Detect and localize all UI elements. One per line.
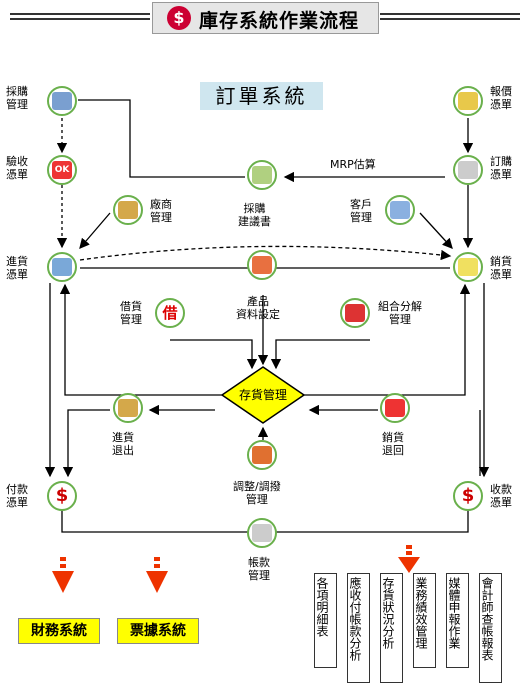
sales-return-icon[interactable] xyxy=(380,393,410,423)
order-system-label: 訂單系統 xyxy=(200,82,323,110)
node-customer: 客戶管理 xyxy=(350,198,372,224)
quotation-icon[interactable] xyxy=(453,86,483,116)
magnifier-doc-icon[interactable] xyxy=(247,160,277,190)
calculator-icon[interactable] xyxy=(247,518,277,548)
truck-icon[interactable] xyxy=(113,195,143,225)
bills-system-button[interactable]: 票據系統 xyxy=(117,618,199,644)
receiving-icon[interactable] xyxy=(47,252,77,282)
node-payment: 付款憑單 xyxy=(6,483,28,509)
inventory-label: 存貨管理 xyxy=(238,388,287,402)
report-media-filing[interactable]: 媒體申報作業 xyxy=(446,573,469,668)
report-performance[interactable]: 業務績效管理 xyxy=(413,573,436,668)
payment-dollar-icon[interactable]: $ xyxy=(47,481,77,511)
customer-icon[interactable] xyxy=(385,195,415,225)
finance-system-button[interactable]: 財務系統 xyxy=(18,618,100,644)
report-ar-ap-analysis[interactable]: 應收付帳款分析 xyxy=(347,573,370,683)
node-sales-order: 訂購憑單 xyxy=(490,155,512,181)
dollar-icon: $ xyxy=(167,6,191,30)
report-audit[interactable]: 會計師查帳報表 xyxy=(479,573,502,683)
node-purchase-return: 進貨退出 xyxy=(112,431,134,457)
node-sales-return: 銷貨退回 xyxy=(382,431,404,457)
product-icon[interactable] xyxy=(247,250,277,280)
node-accounts: 帳款管理 xyxy=(248,556,270,582)
node-receiving: 進貨憑單 xyxy=(6,255,28,281)
shipping-box-icon[interactable] xyxy=(453,252,483,282)
node-shipping: 銷貨憑單 xyxy=(490,255,512,281)
node-assembly: 組合分解管理 xyxy=(378,300,422,326)
node-borrowing: 借貨管理 xyxy=(120,300,142,326)
collection-dollar-icon[interactable]: $ xyxy=(453,481,483,511)
node-adjust-transfer: 調整/調撥管理 xyxy=(233,480,281,506)
node-vendor: 廠商管理 xyxy=(150,198,172,224)
mrp-estimate-label: MRP估算 xyxy=(330,158,376,171)
node-inspection: 驗收憑單 xyxy=(6,155,28,181)
red-down-arrow-left xyxy=(52,557,74,593)
sales-order-icon[interactable] xyxy=(453,155,483,185)
report-detail-lists[interactable]: 各項明細表 xyxy=(314,573,337,668)
node-quotation: 報價憑單 xyxy=(490,85,512,111)
red-down-arrow-reports xyxy=(398,545,420,573)
return-truck-icon[interactable] xyxy=(113,393,143,423)
header-rule-right xyxy=(380,13,520,20)
title-banner: $ 庫存系統作業流程 xyxy=(152,2,379,34)
ok-stamp-icon[interactable]: OK xyxy=(47,155,77,185)
report-inventory-analysis[interactable]: 存貨狀況分析 xyxy=(380,573,403,683)
borrow-icon[interactable]: 借 xyxy=(155,298,185,328)
inventory-diamond[interactable] xyxy=(220,365,306,425)
header-rule-left xyxy=(10,13,150,20)
node-purchase-suggestion: 採購建議書 xyxy=(238,202,271,228)
assembly-icon[interactable] xyxy=(340,298,370,328)
node-purchase-order: 採購管理 xyxy=(6,85,28,111)
node-product: 產品資料設定 xyxy=(236,295,280,321)
transfer-cycle-icon[interactable] xyxy=(247,440,277,470)
cart-icon[interactable] xyxy=(47,86,77,116)
red-down-arrow-mid xyxy=(146,557,168,593)
page-title: 庫存系統作業流程 xyxy=(199,10,360,32)
node-collection: 收款憑單 xyxy=(490,483,512,509)
